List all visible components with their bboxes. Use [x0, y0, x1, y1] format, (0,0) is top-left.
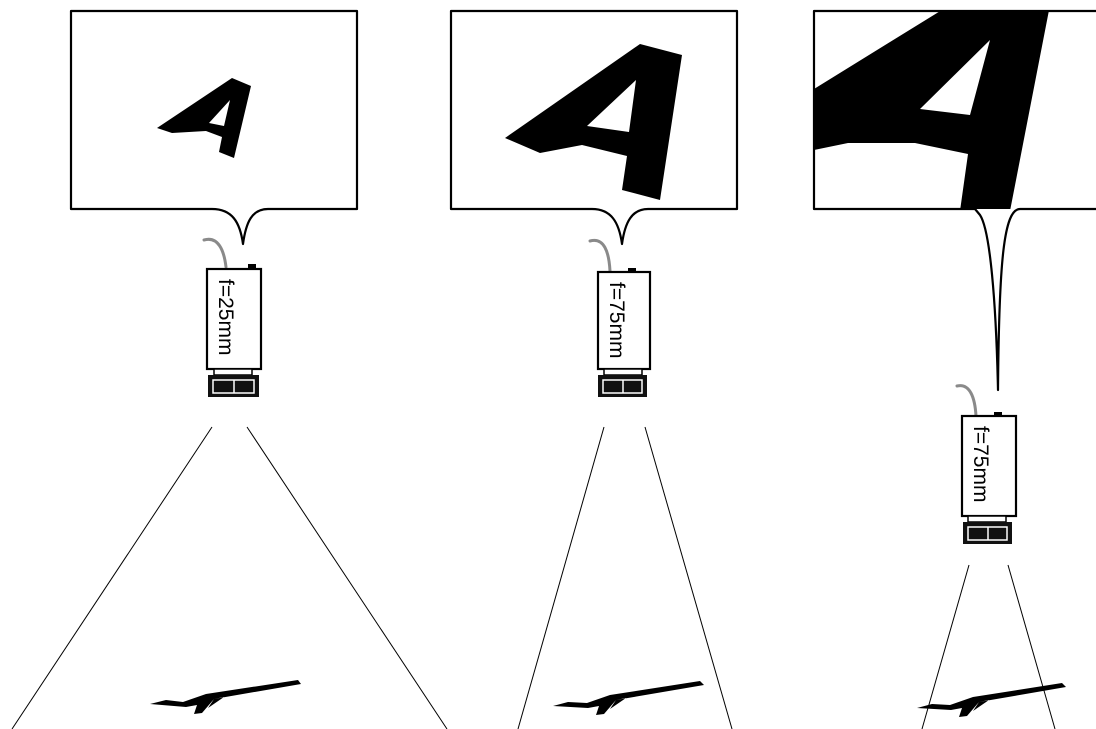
lens-mount-3 — [967, 515, 1007, 523]
view-line-right-2 — [644, 426, 733, 729]
camera-cable-1 — [202, 237, 228, 269]
focal-label-2: f=75mm — [605, 282, 628, 358]
camera-body-3 — [960, 414, 1018, 518]
view-line-right-3 — [1007, 564, 1056, 729]
lens-mount-2 — [603, 368, 643, 376]
camera-body-1 — [205, 267, 263, 371]
focal-label-3: f=75mm — [969, 426, 992, 502]
panel-1: f=25mm — [11, 9, 448, 729]
panel-2: f=75mm — [449, 9, 739, 729]
camera-cable-2 — [588, 238, 612, 273]
letter-a-image-2 — [505, 44, 682, 200]
view-line-left-3 — [921, 564, 970, 729]
letter-a-ground-1 — [150, 680, 301, 714]
view-line-left-2 — [517, 426, 605, 729]
camera-cable-3 — [955, 384, 978, 418]
letter-a-image-1 — [157, 78, 251, 158]
view-line-left-1 — [11, 426, 213, 729]
letter-a-ground-3 — [917, 683, 1066, 717]
focal-label-1: f=25mm — [214, 279, 237, 355]
letter-a-image-3 — [814, 11, 1049, 209]
view-line-right-1 — [246, 426, 448, 729]
letter-a-ground-2 — [553, 681, 704, 715]
lens-mount-1 — [213, 368, 253, 376]
camera-connector-1 — [248, 264, 256, 270]
panel-3: f=75mm — [812, 9, 1096, 729]
